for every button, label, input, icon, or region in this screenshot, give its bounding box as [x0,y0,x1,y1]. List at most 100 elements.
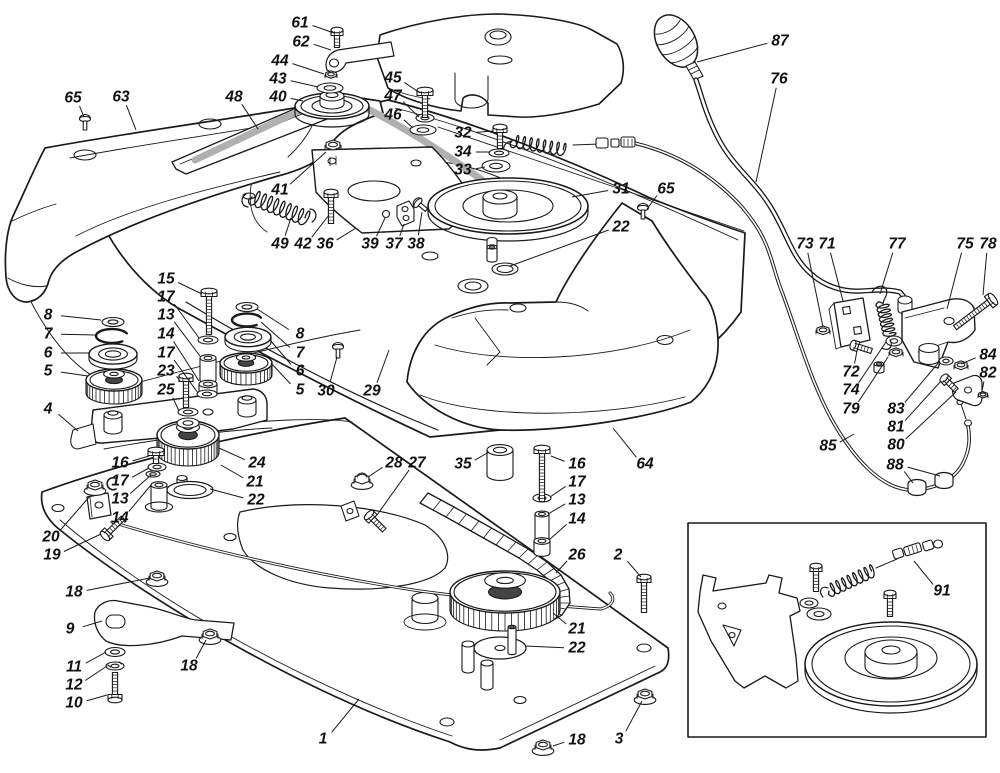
leader-line [260,321,291,348]
leader-line [312,25,335,34]
callout-3: 3 [615,700,643,748]
callout-number: 35 [454,456,472,473]
leader-line [173,321,201,357]
callout-65: 65 [64,90,85,118]
leader-line [173,359,199,394]
callout-46: 46 [383,107,414,129]
leader-line [547,503,566,515]
callout-91: 91 [913,560,951,600]
belt-cover [325,13,625,118]
front-toothed-pulley [156,420,220,467]
spacer-tube [486,244,498,263]
callout-34: 34 [454,144,490,161]
callout-number: 18 [180,658,198,675]
hex-bolt [636,573,652,614]
leader-line [209,488,244,499]
bearing [224,326,272,353]
leader-line [475,130,494,133]
callout-13: 13 [157,307,201,357]
hex-bolt [323,188,339,225]
callout-16: 16 [550,456,586,473]
leader-line [755,87,777,183]
leader-line [292,63,325,75]
spacer-tube [533,537,551,557]
callout-5: 5 [270,362,305,399]
cap-nut [350,472,374,490]
clutch-bracket [901,298,983,407]
leader-line [241,103,259,130]
callout-number: 65 [64,90,82,107]
leader-line [85,665,108,681]
leader-line [376,349,390,383]
pulley-hub-washer [176,417,200,429]
callout-32: 32 [454,125,494,142]
callout-14: 14 [111,484,152,527]
callout-number: 81 [887,419,904,436]
hex-nut [977,391,989,399]
callout-19: 19 [43,533,102,564]
callout-18: 18 [180,639,207,675]
callout-number: 85 [819,438,837,455]
leader-line [571,190,609,198]
callout-number: 63 [112,89,130,106]
callout-number: 65 [657,181,675,198]
leader-line [125,105,137,131]
callout-35: 35 [454,451,490,473]
callout-number: 62 [292,34,310,51]
callout-26: 26 [555,547,586,574]
flange-nut [198,628,222,645]
callout-83: 83 [887,360,941,418]
leader-line [176,375,181,382]
bearing [88,343,138,370]
callout-22: 22 [524,640,586,657]
callout-16: 16 [111,455,150,472]
leader-line [982,252,988,296]
callout-65: 65 [646,181,675,210]
callout-49: 49 [270,217,292,253]
callout-number: 13 [157,307,175,324]
callout-18: 18 [552,732,586,749]
round-head-bolt [636,203,650,220]
leader-line [402,101,420,118]
washer [196,389,218,399]
leader-line [129,474,152,494]
callout-number: 22 [567,640,586,657]
callout-84: 84 [960,347,997,365]
hex-bolt [492,123,508,150]
callout-30: 30 [317,356,338,400]
callout-41: 41 [270,151,327,199]
callout-64: 64 [612,427,654,473]
leader-line [474,451,490,461]
leader-line [417,211,423,236]
cable-spring [509,134,567,157]
leader-line [552,741,565,747]
callout-number: 78 [979,236,997,253]
washer [145,470,161,478]
callout-number: 24 [247,455,266,472]
leader-line [284,217,292,236]
callout-number: 22 [246,492,265,509]
leader-line [63,533,102,552]
leader-line [270,362,291,385]
callout-29: 29 [362,349,390,400]
flange-nut [145,570,169,587]
leader-line [913,560,934,585]
washer [177,407,199,417]
washer [409,124,437,136]
callout-number: 73 [796,236,814,253]
callout-8: 8 [256,308,305,343]
callout-number: 12 [65,677,83,694]
inset-pulley [804,621,978,714]
callout-number: 21 [245,474,263,491]
rear-toothed-pulley [449,570,561,632]
callout-number: 9 [66,621,75,638]
callout-27: 27 [376,455,427,516]
washer [481,159,511,173]
callout-28: 28 [367,455,403,478]
leader-line [549,485,566,498]
leader-line [313,43,332,51]
callout-62: 62 [292,34,332,51]
callout-31: 31 [571,181,630,198]
callout-85: 85 [819,433,855,455]
